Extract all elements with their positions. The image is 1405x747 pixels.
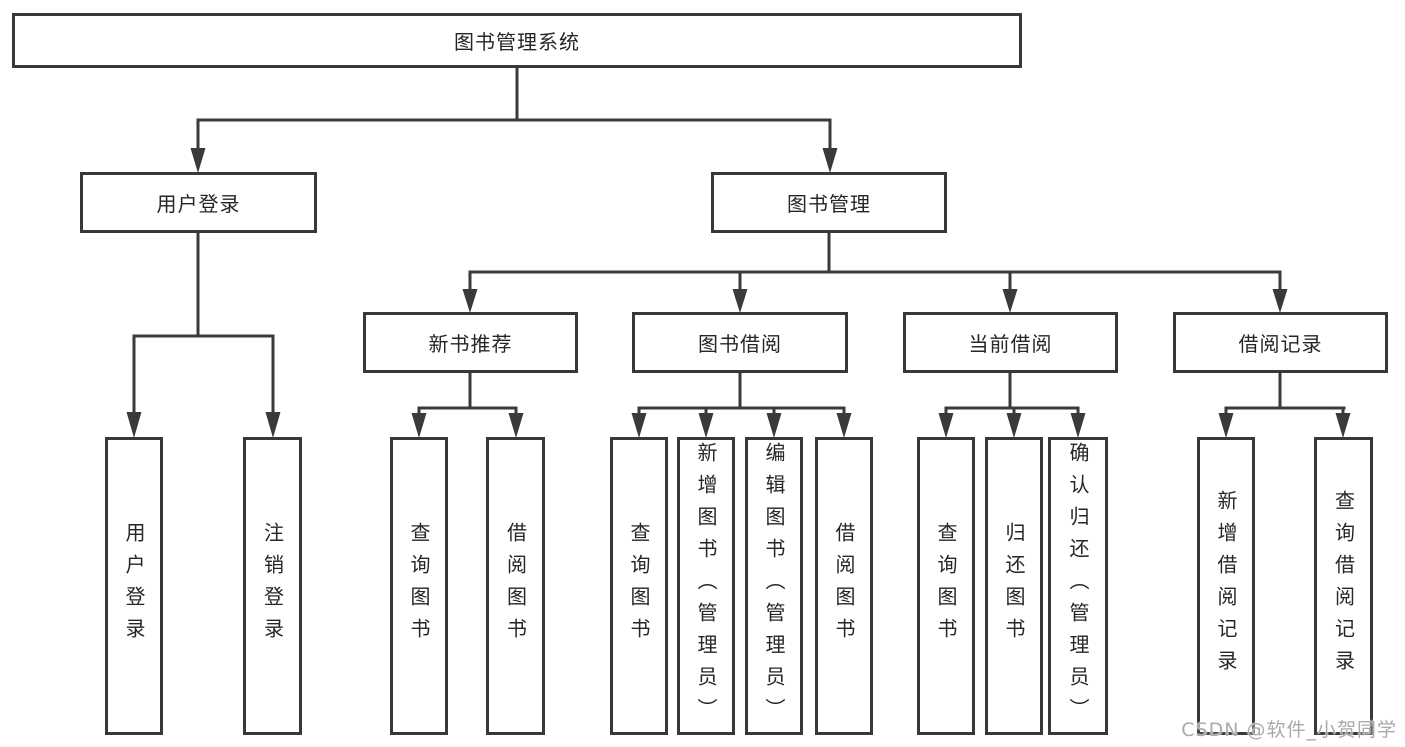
node-user-login: 用户登录 bbox=[80, 172, 317, 233]
leaf-query-books-1: 查询图书 bbox=[390, 437, 448, 735]
leaf-user-login: 用户登录 bbox=[105, 437, 163, 735]
node-root-system: 图书管理系统 bbox=[12, 13, 1022, 68]
leaf-confirm-return-admin-label: 确认归还（管理员） bbox=[1066, 442, 1090, 730]
leaf-borrow-books-1-label: 借阅图书 bbox=[503, 522, 528, 650]
node-root-system-label: 图书管理系统 bbox=[454, 30, 580, 54]
node-book-borrowing-label: 图书借阅 bbox=[698, 332, 782, 356]
leaf-confirm-return-admin: 确认归还（管理员） bbox=[1048, 437, 1108, 735]
leaf-add-books-admin: 新增图书（管理员） bbox=[677, 437, 735, 735]
node-borrow-records-label: 借阅记录 bbox=[1238, 332, 1323, 356]
node-borrow-records: 借阅记录 bbox=[1173, 312, 1388, 373]
leaf-query-books-3-label: 查询图书 bbox=[934, 522, 958, 650]
leaf-query-borrow-record-label: 查询借阅记录 bbox=[1331, 490, 1356, 682]
leaf-logout: 注销登录 bbox=[243, 437, 302, 735]
leaf-query-books-2-label: 查询图书 bbox=[627, 522, 651, 650]
connector-book-mgmt-to-level3 bbox=[462, 233, 1288, 313]
node-new-book-recommend-label: 新书推荐 bbox=[428, 332, 513, 356]
leaf-query-books-2: 查询图书 bbox=[610, 437, 668, 735]
leaf-borrow-books-2-label: 借阅图书 bbox=[832, 522, 856, 650]
connector-root-to-level2 bbox=[190, 68, 838, 173]
connector-borrow-records-to-leaves bbox=[1218, 373, 1351, 438]
leaf-logout-label: 注销登录 bbox=[260, 522, 285, 650]
leaf-user-login-label: 用户登录 bbox=[122, 522, 146, 650]
leaf-query-books-3: 查询图书 bbox=[917, 437, 975, 735]
leaf-edit-books-admin-label: 编辑图书（管理员） bbox=[762, 442, 786, 730]
node-book-management: 图书管理 bbox=[711, 172, 947, 233]
leaf-add-books-admin-label: 新增图书（管理员） bbox=[694, 442, 718, 730]
node-user-login-label: 用户登录 bbox=[156, 192, 241, 216]
leaf-return-books: 归还图书 bbox=[985, 437, 1043, 735]
leaf-borrow-books-1: 借阅图书 bbox=[486, 437, 545, 735]
leaf-add-borrow-record: 新增借阅记录 bbox=[1197, 437, 1255, 735]
node-current-borrowing: 当前借阅 bbox=[903, 312, 1118, 373]
leaf-query-borrow-record: 查询借阅记录 bbox=[1314, 437, 1373, 735]
connector-user-login-to-leaves bbox=[126, 233, 281, 438]
connector-new-book-rec-to-leaves bbox=[411, 373, 524, 438]
node-new-book-recommend: 新书推荐 bbox=[363, 312, 578, 373]
leaf-borrow-books-2: 借阅图书 bbox=[815, 437, 873, 735]
node-current-borrowing-label: 当前借阅 bbox=[968, 332, 1053, 356]
leaf-return-books-label: 归还图书 bbox=[1002, 522, 1026, 650]
node-book-borrowing: 图书借阅 bbox=[632, 312, 848, 373]
leaf-edit-books-admin: 编辑图书（管理员） bbox=[745, 437, 803, 735]
connector-book-borrow-to-leaves bbox=[631, 373, 852, 438]
node-book-management-label: 图书管理 bbox=[787, 192, 871, 216]
connector-current-borrow-to-leaves bbox=[938, 373, 1086, 438]
leaf-query-books-1-label: 查询图书 bbox=[407, 522, 431, 650]
csdn-watermark: CSDN @软件_小贺同学 bbox=[1181, 719, 1397, 741]
leaf-add-borrow-record-label: 新增借阅记录 bbox=[1214, 490, 1238, 682]
